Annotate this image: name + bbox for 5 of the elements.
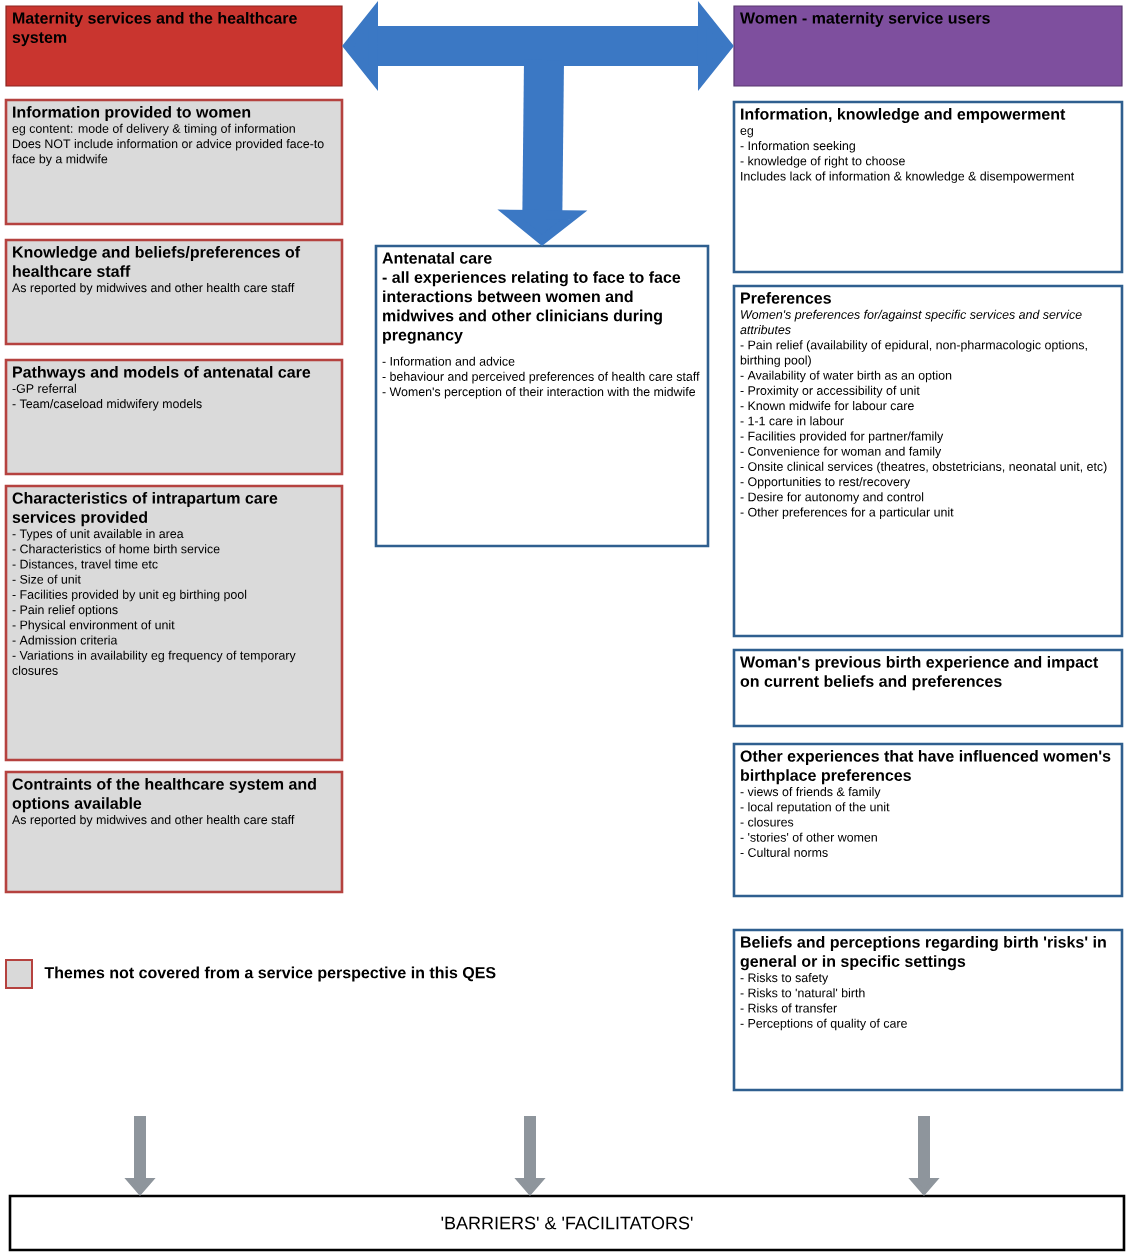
header-box: Women - maternity service users [733, 5, 1123, 87]
outcome-box: 'BARRIERS' & 'FACILITATORS' [8, 1194, 1126, 1252]
legend-text: Themes not covered from a service perspective in this QES [44, 966, 496, 982]
header-box: Maternity services and the healthcare system [5, 5, 343, 87]
theme-box: Woman's previous birth experience and impact on current beliefs and preferences [732, 648, 1124, 728]
